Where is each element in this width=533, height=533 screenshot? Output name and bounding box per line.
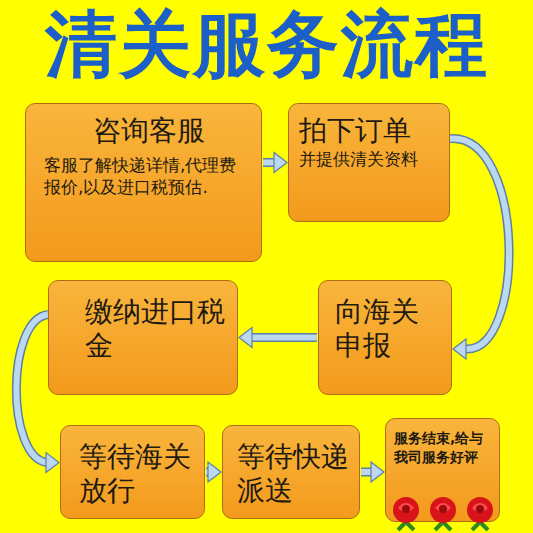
step-title: 服务结束,给与我司服务好评 [394, 429, 491, 467]
connector-line [263, 158, 275, 167]
connector-line [450, 139, 509, 349]
step-note: 客服了解快递详情,代理费报价,以及进口税预估. [44, 154, 253, 198]
arrow-head [371, 462, 384, 482]
connector-line [450, 139, 509, 349]
process-box: 等待快递派送 [222, 425, 360, 519]
step-title: 缴纳进口税金 [85, 295, 229, 363]
connector-line [16, 315, 48, 463]
step-note: 并提供清关资料 [299, 148, 441, 170]
rose-decoration [388, 492, 498, 532]
step-title: 等待海关放行 [79, 440, 196, 508]
arrow-head [208, 462, 221, 482]
flow-arrow [263, 153, 287, 173]
step-title: 咨询客服 [44, 114, 253, 148]
process-box: 等待海关放行 [60, 425, 205, 519]
arrow-head [239, 328, 252, 348]
flow-arrow [206, 462, 221, 482]
step-title: 等待快递派送 [237, 440, 351, 508]
flow-arrow [450, 139, 509, 359]
connector-line [251, 333, 317, 342]
rose [430, 497, 456, 530]
process-box: 咨询客服客服了解快递详情,代理费报价,以及进口税预估. [25, 103, 262, 262]
rose [467, 497, 493, 530]
step-title: 拍下订单 [299, 114, 441, 148]
step-title: 向海关申报 [335, 295, 443, 363]
process-box: 缴纳进口税金 [48, 280, 238, 395]
process-box: 拍下订单并提供清关资料 [288, 103, 450, 222]
connector-line [16, 315, 48, 463]
connector-line [361, 468, 372, 477]
diagram-title: 清关服务流程 [0, 2, 533, 86]
connector-line [361, 469, 372, 475]
rose [393, 497, 419, 530]
flow-arrow [239, 328, 317, 348]
flow-arrow [361, 462, 384, 482]
connector-line [263, 160, 275, 166]
arrow-head [46, 453, 59, 473]
process-box: 向海关申报 [318, 280, 452, 395]
arrow-head [274, 153, 287, 173]
arrow-head [453, 339, 466, 359]
connector-line [251, 335, 317, 341]
